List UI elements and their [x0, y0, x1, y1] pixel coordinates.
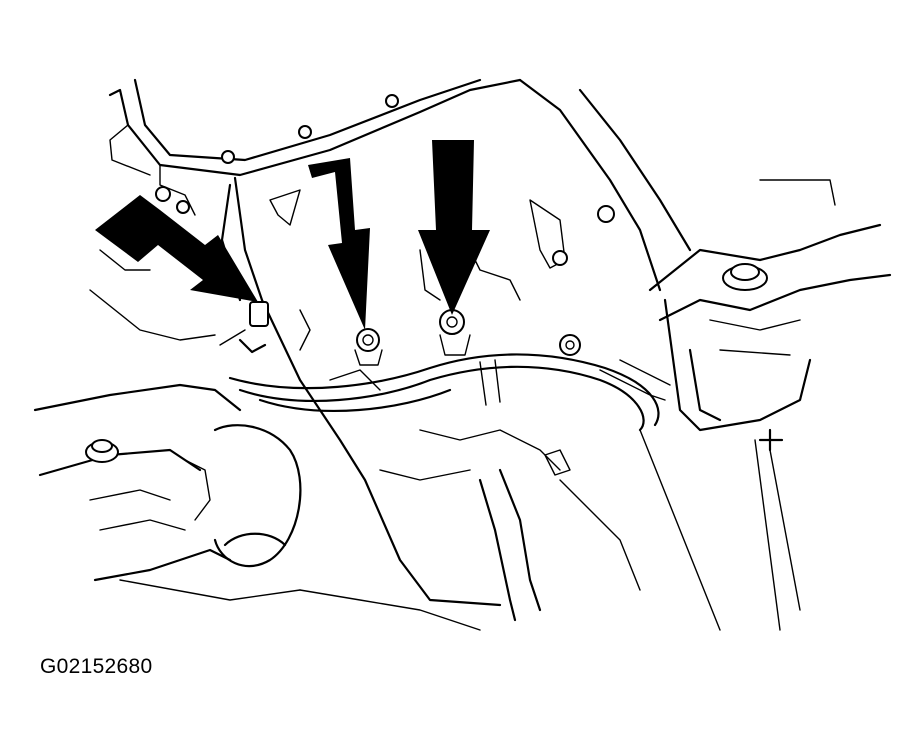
- oil-pan: [108, 78, 522, 216]
- left-bolt-arrow: [95, 195, 258, 302]
- crossmember-mount: [639, 179, 892, 631]
- left-crossmember: [33, 249, 302, 582]
- figure-id-label: G02152680: [40, 655, 153, 678]
- lower-pipes: [119, 449, 641, 631]
- center-mount-bolt: [354, 328, 383, 366]
- right-mount-bolt: [439, 309, 471, 356]
- wire-harness: [228, 353, 671, 432]
- transmission-case: [220, 78, 692, 607]
- center-bolt-arrow: [308, 158, 370, 330]
- right-bolt-arrow: [418, 140, 490, 315]
- harness-nut: [559, 334, 581, 356]
- left-mount-bolt: [219, 301, 269, 354]
